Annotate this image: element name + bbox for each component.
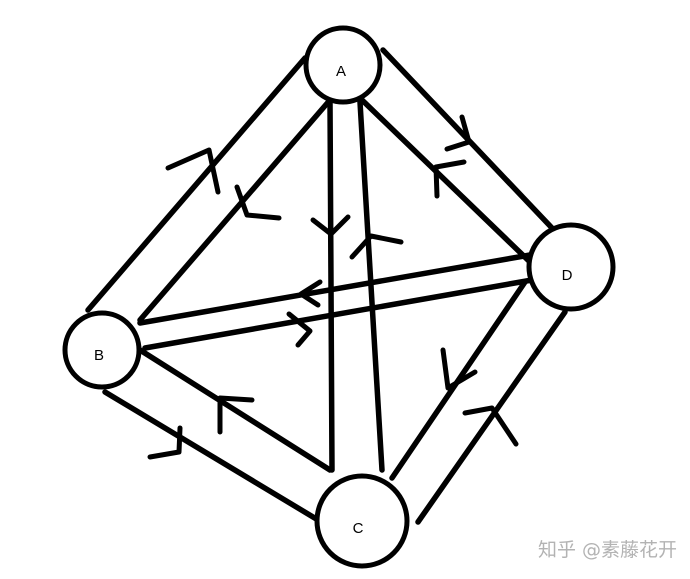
arrowhead-c-to-a bbox=[349, 233, 404, 260]
arrowhead-a-to-c bbox=[310, 214, 351, 237]
edge-a-to-c bbox=[327, 97, 335, 473]
node-b bbox=[62, 310, 142, 390]
arrowhead-b-to-c bbox=[147, 425, 183, 460]
edge-c-to-b bbox=[137, 347, 333, 473]
edge-d-to-a bbox=[359, 97, 533, 265]
node-d bbox=[526, 222, 616, 312]
arrowhead-c-to-d bbox=[462, 405, 519, 447]
edge-b-to-a bbox=[85, 55, 308, 313]
arrowhead-b-to-d bbox=[286, 311, 313, 348]
arrowhead-d-to-c bbox=[440, 347, 478, 391]
edge-d-to-b bbox=[137, 252, 533, 326]
arrowhead-a-to-b bbox=[234, 184, 282, 221]
edge-c-to-d bbox=[415, 309, 568, 525]
node-a bbox=[303, 25, 383, 105]
edge-b-to-c bbox=[102, 389, 321, 523]
edge-a-to-b bbox=[137, 97, 333, 323]
node-d-label: D bbox=[562, 267, 573, 284]
node-c bbox=[314, 473, 410, 569]
node-b-label: B bbox=[94, 347, 104, 364]
arrowhead-b-to-a bbox=[165, 147, 221, 195]
node-a-label: A bbox=[336, 63, 346, 80]
arrowhead-c-to-b bbox=[217, 395, 255, 435]
arrowhead-d-to-b bbox=[298, 279, 323, 308]
arrowhead-d-to-a bbox=[433, 159, 467, 199]
node-c-label: C bbox=[353, 520, 364, 537]
watermark-text: 知乎 @素藤花开 bbox=[538, 539, 677, 561]
arrowhead-a-to-d bbox=[444, 114, 472, 152]
edge-b-to-d bbox=[142, 277, 535, 351]
edge-c-to-a bbox=[357, 99, 385, 473]
